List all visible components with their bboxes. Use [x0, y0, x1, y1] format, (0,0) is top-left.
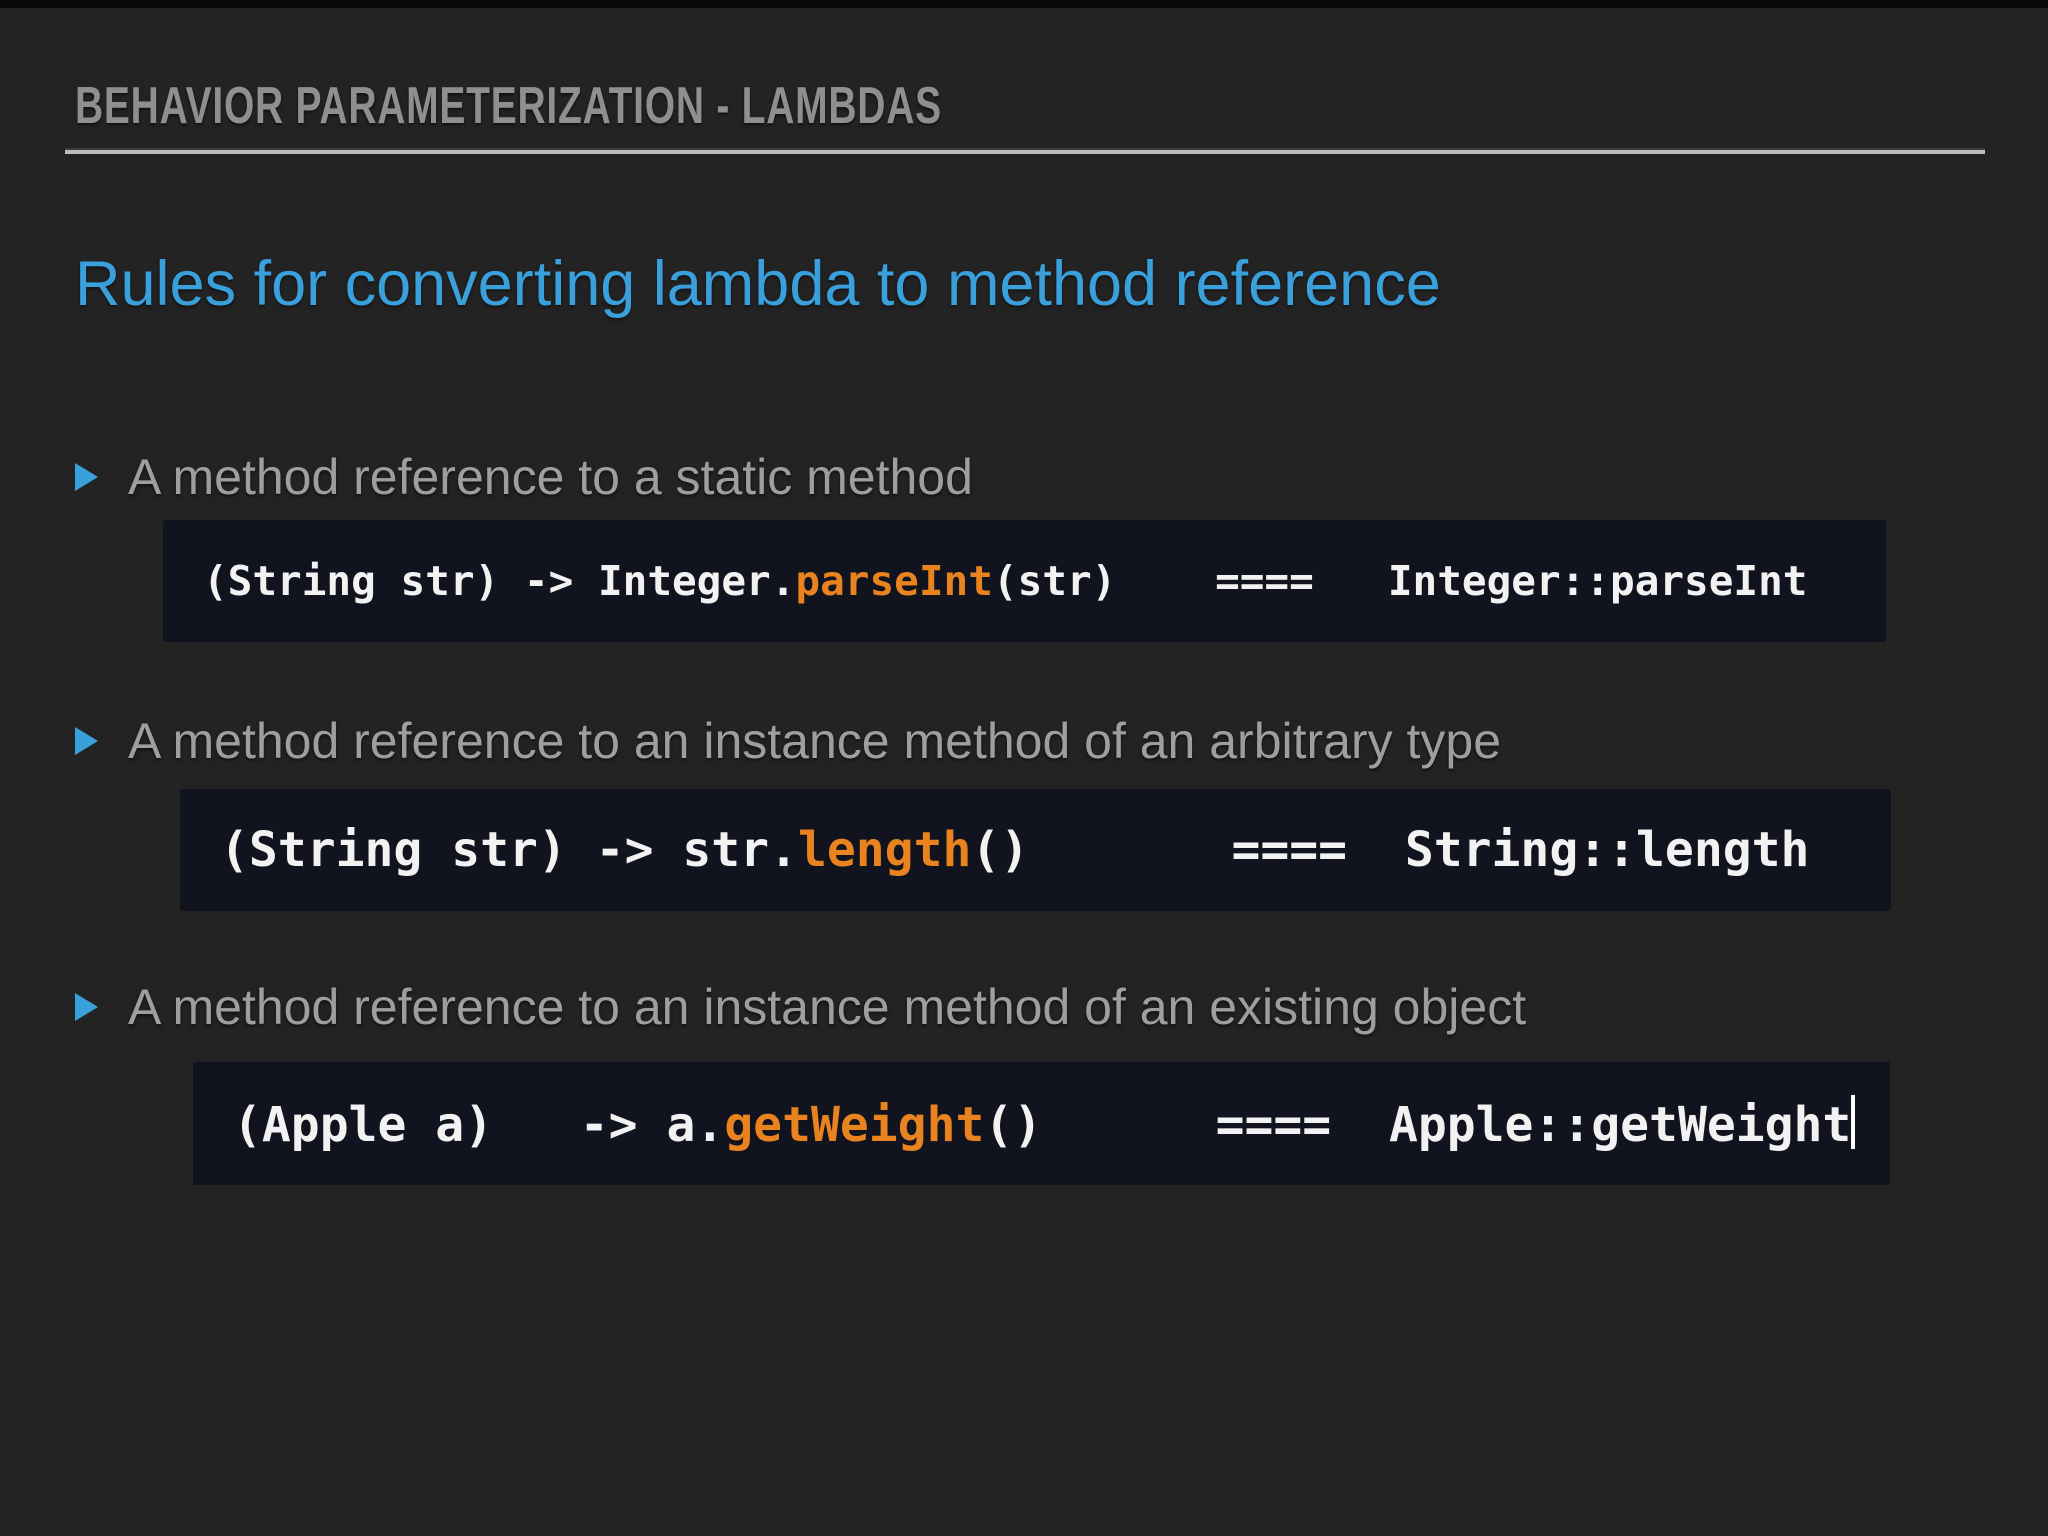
slide-header: BEHAVIOR PARAMETERIZATION - LAMBDAS: [75, 77, 942, 135]
bullet-item-arbitrary-type: A method reference to an instance method…: [75, 712, 1501, 770]
bullet-triangle-icon: [75, 727, 98, 755]
code-line: (String str) -> Integer.parseInt(str) ==…: [203, 557, 1807, 605]
bullet-triangle-icon: [75, 993, 98, 1021]
code-segment: (str) ==== Integer::parseInt: [992, 557, 1808, 605]
code-segment: () ==== Apple::getWeight: [984, 1096, 1852, 1153]
text-caret: [1851, 1094, 1856, 1149]
code-line: (String str) -> str.length() ==== String…: [220, 822, 1809, 878]
code-block-arbitrary-type: (String str) -> str.length() ==== String…: [180, 789, 1891, 911]
bullet-triangle-icon: [75, 463, 98, 491]
code-highlight-method: parseInt: [795, 557, 993, 605]
header-divider: [65, 148, 1985, 154]
top-letterbox-strip: [0, 0, 2048, 8]
slide-title: Rules for converting lambda to method re…: [75, 249, 1441, 319]
code-line: (Apple a) -> a.getWeight() ==== Apple::g…: [233, 1094, 1856, 1153]
bullet-item-static-method: A method reference to a static method: [75, 448, 973, 506]
bullet-label: A method reference to an instance method…: [128, 979, 1527, 1035]
code-segment: (String str) -> str.: [220, 822, 798, 878]
code-block-existing-object: (Apple a) -> a.getWeight() ==== Apple::g…: [193, 1062, 1890, 1185]
code-segment: () ==== String::length: [971, 822, 1810, 878]
bullet-label: A method reference to an instance method…: [128, 713, 1502, 769]
code-block-static-method: (String str) -> Integer.parseInt(str) ==…: [163, 520, 1886, 642]
code-segment: (Apple a) -> a.: [233, 1096, 725, 1153]
bullet-label: A method reference to a static method: [128, 449, 973, 505]
code-segment: (String str) -> Integer.: [203, 557, 796, 605]
code-highlight-method: getWeight: [724, 1096, 985, 1153]
code-highlight-method: length: [797, 822, 972, 878]
bullet-item-existing-object: A method reference to an instance method…: [75, 978, 1526, 1036]
